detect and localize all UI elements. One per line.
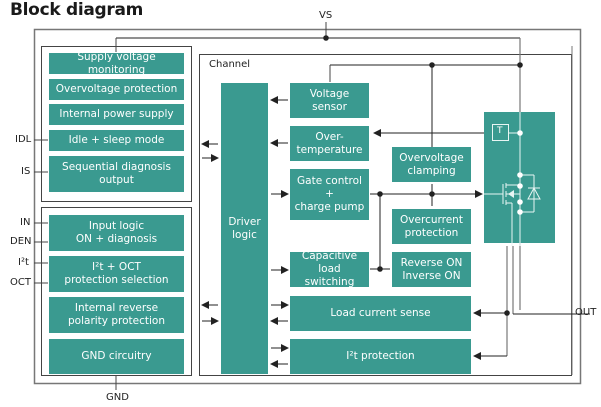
block-overvoltage-clamping: Overvoltage clamping [392, 147, 471, 182]
pin-out: OUT [575, 307, 597, 318]
block-over-temperature: Over- temperature [290, 126, 369, 161]
block-reverse-inverse-on: Reverse ON Inverse ON [392, 252, 471, 287]
temperature-sensor-label: T [497, 126, 503, 136]
outer-frame [33, 28, 582, 385]
vs-junction [323, 35, 329, 41]
block-power-stage [484, 112, 555, 243]
pin-is: IS [21, 166, 31, 177]
pin-gnd: GND [106, 392, 129, 403]
channel-label: Channel [209, 59, 251, 70]
block-overvoltage-protection: Overvoltage protection [49, 79, 184, 100]
pin-oct: OCT [10, 277, 31, 288]
pin-in: IN [20, 217, 31, 228]
pin-idl: IDL [15, 134, 32, 145]
block-load-current-sense: Load current sense [290, 296, 471, 331]
pin-vs: VS [319, 10, 333, 21]
block-idle-sleep-mode: Idle + sleep mode [49, 130, 184, 151]
block-gate-control: Gate control + charge pump [290, 169, 369, 220]
block-driver-logic: Driver logic [221, 83, 268, 374]
block-i2t-protection: I²t protection [290, 339, 471, 374]
block-sequential-diagnosis-output: Sequential diagnosis output [49, 156, 184, 192]
pin-i2t: I²t [18, 257, 29, 268]
block-overcurrent-protection: Overcurrent protection [392, 209, 471, 244]
block-supply-voltage-monitoring: Supply voltage monitoring [49, 51, 184, 76]
block-internal-power-supply: Internal power supply [49, 104, 184, 125]
block-reverse-polarity-protection: Internal reverse polarity protection [49, 297, 184, 333]
block-capacitive-load-switching: Capacitive load switching [290, 250, 369, 288]
block-i2t-oct-selection: I²t + OCT protection selection [49, 256, 184, 292]
page-title: Block diagram [10, 0, 144, 20]
block-gnd-circuitry: GND circuitry [49, 339, 184, 374]
pin-den: DEN [10, 236, 32, 247]
block-voltage-sensor: Voltage sensor [290, 83, 369, 118]
block-input-logic: Input logic ON + diagnosis [49, 215, 184, 251]
